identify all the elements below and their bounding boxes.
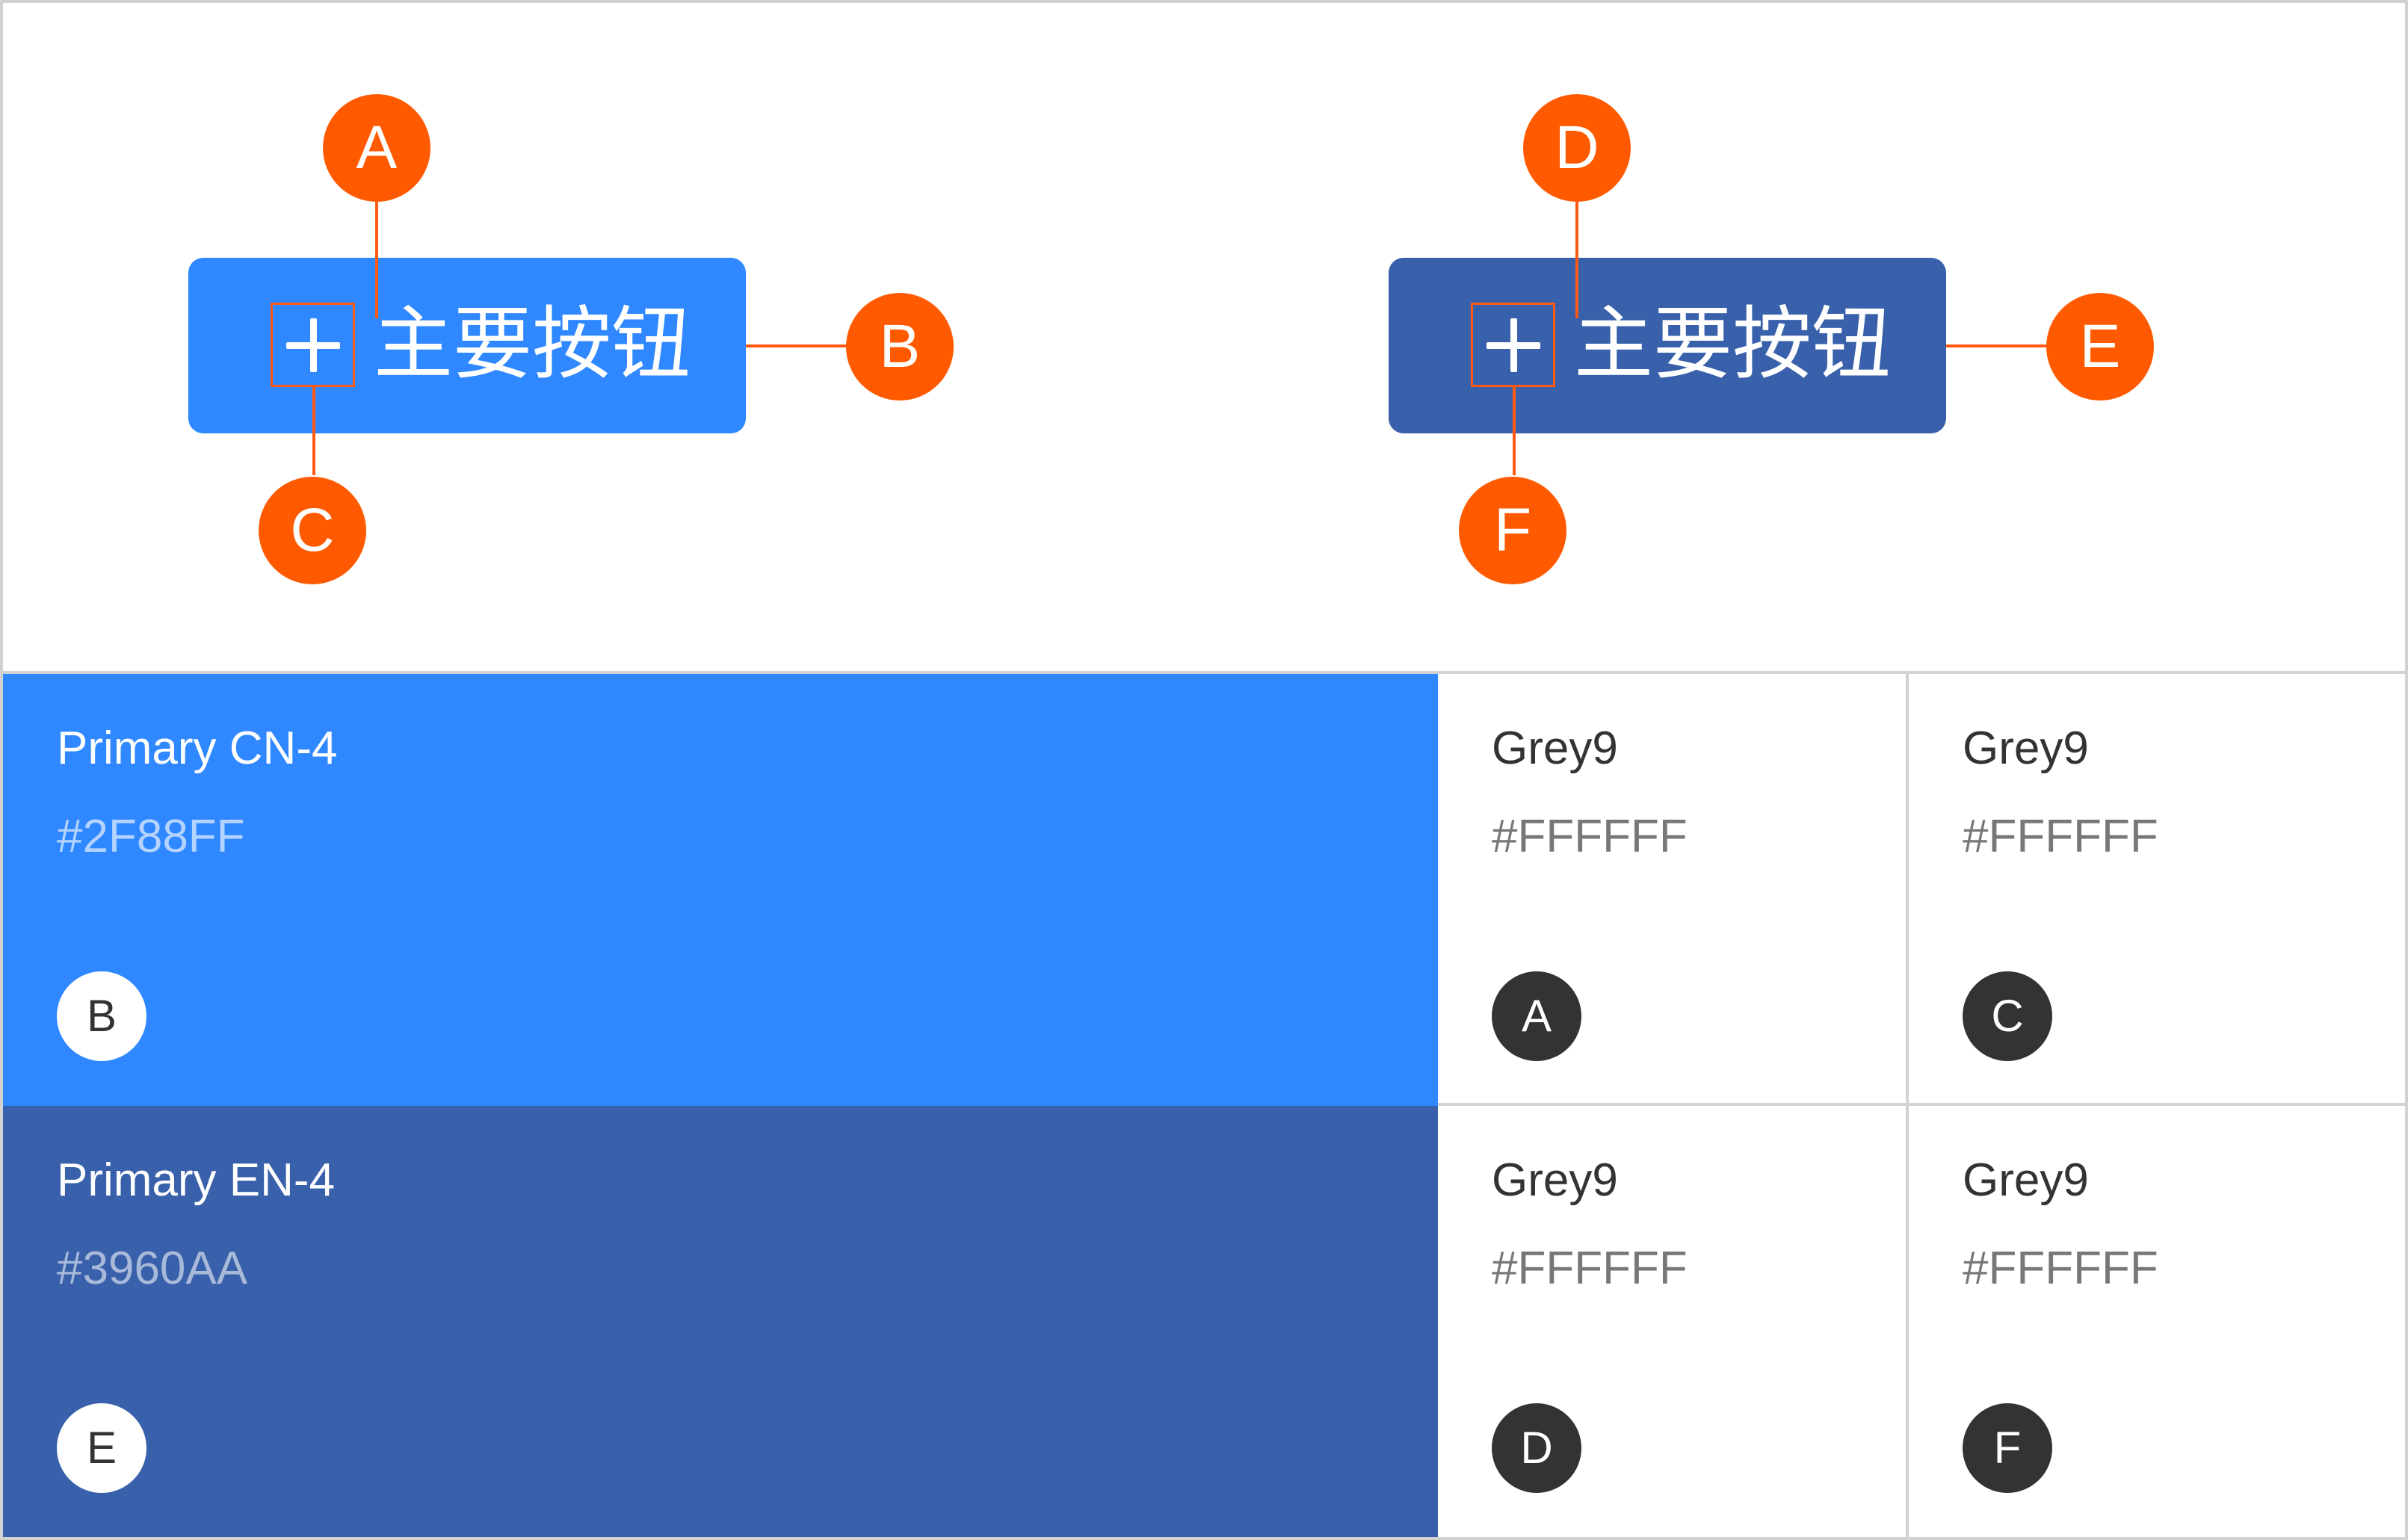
swatch-primary-cn: Primary CN-4 #2F88FF B — [3, 674, 1438, 1106]
grid-divider-vertical — [1906, 674, 1909, 1540]
callout-d: D — [1523, 94, 1631, 202]
swatch-badge: A — [1492, 971, 1581, 1061]
callout-e: E — [2046, 293, 2154, 401]
swatch-name: Grey9 — [1492, 723, 1618, 774]
grid-divider-middle — [1438, 1103, 2408, 1106]
callout-f: F — [1459, 477, 1566, 584]
swatch-hex: #FFFFFF — [1492, 1243, 1688, 1294]
swatch-name: Grey9 — [1963, 723, 2089, 774]
swatch-hex: #2F88FF — [57, 811, 245, 862]
callout-line-d — [1575, 199, 1578, 318]
callout-a: A — [323, 94, 430, 202]
swatch-name: Grey9 — [1492, 1154, 1618, 1206]
callout-line-b — [746, 344, 848, 347]
swatch-name: Primary CN-4 — [57, 723, 338, 774]
callout-c: C — [259, 477, 366, 584]
plus-icon-stroke — [1510, 318, 1517, 372]
swatch-hex: #FFFFFF — [1492, 811, 1688, 862]
swatch-hex: #3960AA — [57, 1243, 248, 1294]
callout-line-c — [312, 387, 315, 475]
callout-line-f — [1513, 387, 1516, 475]
swatch-name: Grey9 — [1963, 1154, 2089, 1206]
grid-divider-top — [0, 671, 2408, 674]
swatch-badge: B — [57, 971, 146, 1061]
primary-button-cn[interactable]: 主要按钮 — [188, 258, 746, 433]
swatch-badge: D — [1492, 1403, 1581, 1493]
icon-highlight-box — [1471, 303, 1555, 387]
icon-highlight-box — [271, 303, 355, 387]
button-label: 主要按钮 — [374, 298, 691, 390]
swatch-hex: #FFFFFF — [1963, 1243, 2158, 1294]
plus-icon-stroke — [310, 318, 317, 372]
callout-b: B — [846, 293, 954, 401]
primary-button-en[interactable]: 主要按钮 — [1389, 258, 1946, 433]
swatch-primary-en: Primary EN-4 #3960AA E — [3, 1106, 1438, 1537]
swatch-badge: F — [1963, 1403, 2052, 1493]
swatch-badge: C — [1963, 971, 2052, 1061]
swatch-hex: #FFFFFF — [1963, 811, 2158, 862]
swatch-grey-d: Grey9 #FFFFFF D — [1438, 1106, 1906, 1537]
callout-line-e — [1946, 344, 2048, 347]
swatch-name: Primary EN-4 — [57, 1154, 336, 1206]
swatch-badge: E — [57, 1403, 146, 1493]
swatch-grey-a: Grey9 #FFFFFF A — [1438, 674, 1906, 1106]
callout-line-a — [375, 199, 378, 318]
swatch-grey-f: Grey9 #FFFFFF F — [1909, 1106, 2405, 1537]
button-label: 主要按钮 — [1574, 298, 1891, 390]
swatch-grey-c: Grey9 #FFFFFF C — [1909, 674, 2405, 1106]
